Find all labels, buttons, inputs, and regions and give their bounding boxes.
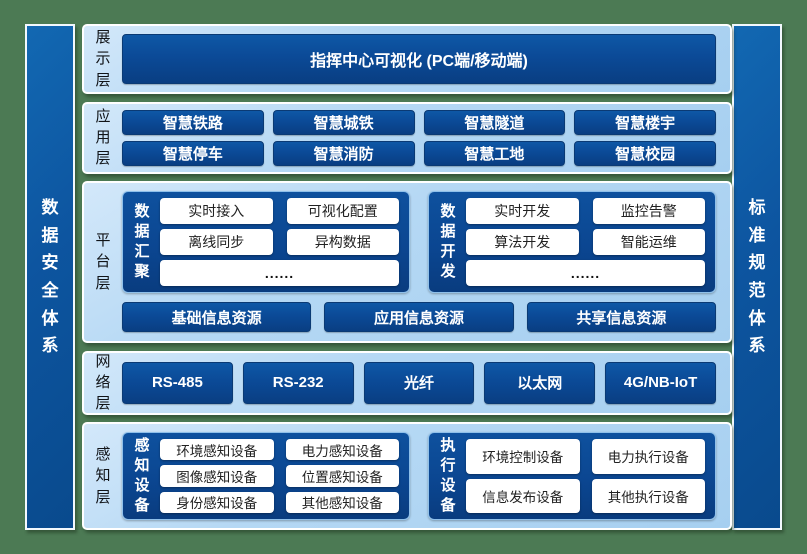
resource-item: 基础信息资源 [122,302,312,332]
pill-row: 实时接入 可视化配置 [160,198,399,224]
app-item: 智慧城铁 [272,109,415,135]
app-item: 智慧铁路 [122,109,264,135]
layer-platform-label: 平台层 [84,183,122,341]
layer-presentation-content: 指挥中心可视化 (PC端/移动端) [122,34,716,84]
layer-network-label-text: 网络层 [95,352,111,413]
app-item: 智慧工地 [423,140,566,166]
layer-perception: 感知层 感知设备 环境感知设备 电力感知设备 图像感知设备 位置感知设备 [82,422,732,530]
resource-item: 共享信息资源 [526,302,716,332]
pillar-data-security: 数据安全体系 [25,24,75,530]
pillar-standards-label: 标准规范体系 [748,198,766,356]
app-item: 智慧楼宇 [574,109,716,135]
pill-row: 环境控制设备 电力执行设备 [466,439,705,474]
layer-network-content: RS-485 RS-232 光纤 以太网 4G/NB-IoT [122,361,716,404]
platform-item: 监控告警 [592,198,705,224]
platform-item: 异构数据 [286,229,399,255]
sensing-item: 其他感知设备 [285,491,399,513]
platform-item: 实时接入 [160,198,273,224]
layer-platform-content: 数据汇聚 实时接入 可视化配置 离线同步 异构数据 ...... [122,191,716,332]
layer-perception-content: 感知设备 环境感知设备 电力感知设备 图像感知设备 位置感知设备 身份感知设备 [122,432,716,520]
layer-application-label-text: 应用层 [95,107,111,168]
sensing-item: 位置感知设备 [285,465,399,487]
sensing-item: 图像感知设备 [160,465,274,487]
group-data-development-label: 数据开发 [440,202,456,281]
platform-item: 算法开发 [466,229,579,255]
network-item: RS-232 [242,361,354,404]
layer-perception-label-text: 感知层 [95,446,111,506]
execution-item: 电力执行设备 [591,439,705,474]
group-data-aggregation-pills: 实时接入 可视化配置 离线同步 异构数据 ...... [160,198,399,286]
app-item: 智慧隧道 [423,109,566,135]
app-item: 智慧消防 [272,140,415,166]
execution-item: 信息发布设备 [466,478,580,513]
network-item: 以太网 [484,361,596,404]
platform-item-more: ...... [466,260,705,286]
group-execution-devices-pills: 环境控制设备 电力执行设备 信息发布设备 其他执行设备 [466,439,705,513]
platform-resources-row: 基础信息资源 应用信息资源 共享信息资源 [122,302,716,332]
pillar-standards: 标准规范体系 [732,24,782,530]
layer-network-label: 网络层 [84,351,122,415]
pill-row: 图像感知设备 位置感知设备 [160,465,399,487]
pillar-data-security-label: 数据安全体系 [41,198,59,356]
pill-row: 实时开发 监控告警 [466,198,705,224]
layer-application: 应用层 智慧铁路 智慧城铁 智慧隧道 智慧楼宇 智慧停车 智慧消防 智慧工地 智… [82,101,732,174]
group-execution-devices: 执行设备 环境控制设备 电力执行设备 信息发布设备 其他执行设备 [428,432,716,520]
group-sensing-devices-pills: 环境感知设备 电力感知设备 图像感知设备 位置感知设备 身份感知设备 其他感知设… [160,439,399,513]
group-sensing-devices-label: 感知设备 [134,436,150,515]
group-execution-devices-label: 执行设备 [440,436,456,515]
platform-item: 离线同步 [160,229,273,255]
platform-item: 实时开发 [466,198,579,224]
pill-row: ...... [466,260,705,286]
group-data-development: 数据开发 实时开发 监控告警 算法开发 智能运维 ...... [428,191,716,293]
sensing-item: 环境感知设备 [160,439,274,461]
network-item: RS-485 [122,361,233,404]
platform-groups: 数据汇聚 实时接入 可视化配置 离线同步 异构数据 ...... [122,191,716,293]
command-center-banner: 指挥中心可视化 (PC端/移动端) [122,34,716,84]
group-data-aggregation: 数据汇聚 实时接入 可视化配置 离线同步 异构数据 ...... [122,191,410,293]
platform-item-more: ...... [160,260,399,286]
sensing-item: 身份感知设备 [160,491,274,513]
pill-row: 离线同步 异构数据 [160,229,399,255]
layers-column: 展示层 指挥中心可视化 (PC端/移动端) 应用层 智慧铁路 智慧城铁 智慧隧道… [82,24,732,530]
app-item: 智慧停车 [122,140,264,166]
layer-application-label: 应用层 [84,106,122,170]
network-item: 光纤 [363,361,475,404]
layer-network: 网络层 RS-485 RS-232 光纤 以太网 4G/NB-IoT [82,350,732,415]
layer-presentation: 展示层 指挥中心可视化 (PC端/移动端) [82,24,732,94]
execution-item: 其他执行设备 [591,478,705,513]
layer-application-content: 智慧铁路 智慧城铁 智慧隧道 智慧楼宇 智慧停车 智慧消防 智慧工地 智慧校园 [122,109,716,166]
layer-presentation-label: 展示层 [84,27,122,91]
pill-row: 算法开发 智能运维 [466,229,705,255]
pill-row: 身份感知设备 其他感知设备 [160,491,399,513]
group-data-aggregation-label: 数据汇聚 [134,202,150,281]
platform-item: 可视化配置 [286,198,399,224]
layer-presentation-label-text: 展示层 [95,29,111,89]
network-item: 4G/NB-IoT [605,361,716,404]
execution-item: 环境控制设备 [466,439,580,474]
group-data-development-pills: 实时开发 监控告警 算法开发 智能运维 ...... [466,198,705,286]
sensing-item: 电力感知设备 [285,439,399,461]
pill-row: ...... [160,260,399,286]
pill-row: 信息发布设备 其他执行设备 [466,478,705,513]
layer-platform: 平台层 数据汇聚 实时接入 可视化配置 离线同步 异构数据 [82,181,732,343]
layer-platform-label-text: 平台层 [95,232,111,292]
layer-perception-label: 感知层 [84,424,122,528]
platform-item: 智能运维 [592,229,705,255]
app-item: 智慧校园 [574,140,716,166]
group-sensing-devices: 感知设备 环境感知设备 电力感知设备 图像感知设备 位置感知设备 身份感知设备 [122,432,410,520]
resource-item: 应用信息资源 [324,302,514,332]
pill-row: 环境感知设备 电力感知设备 [160,439,399,461]
